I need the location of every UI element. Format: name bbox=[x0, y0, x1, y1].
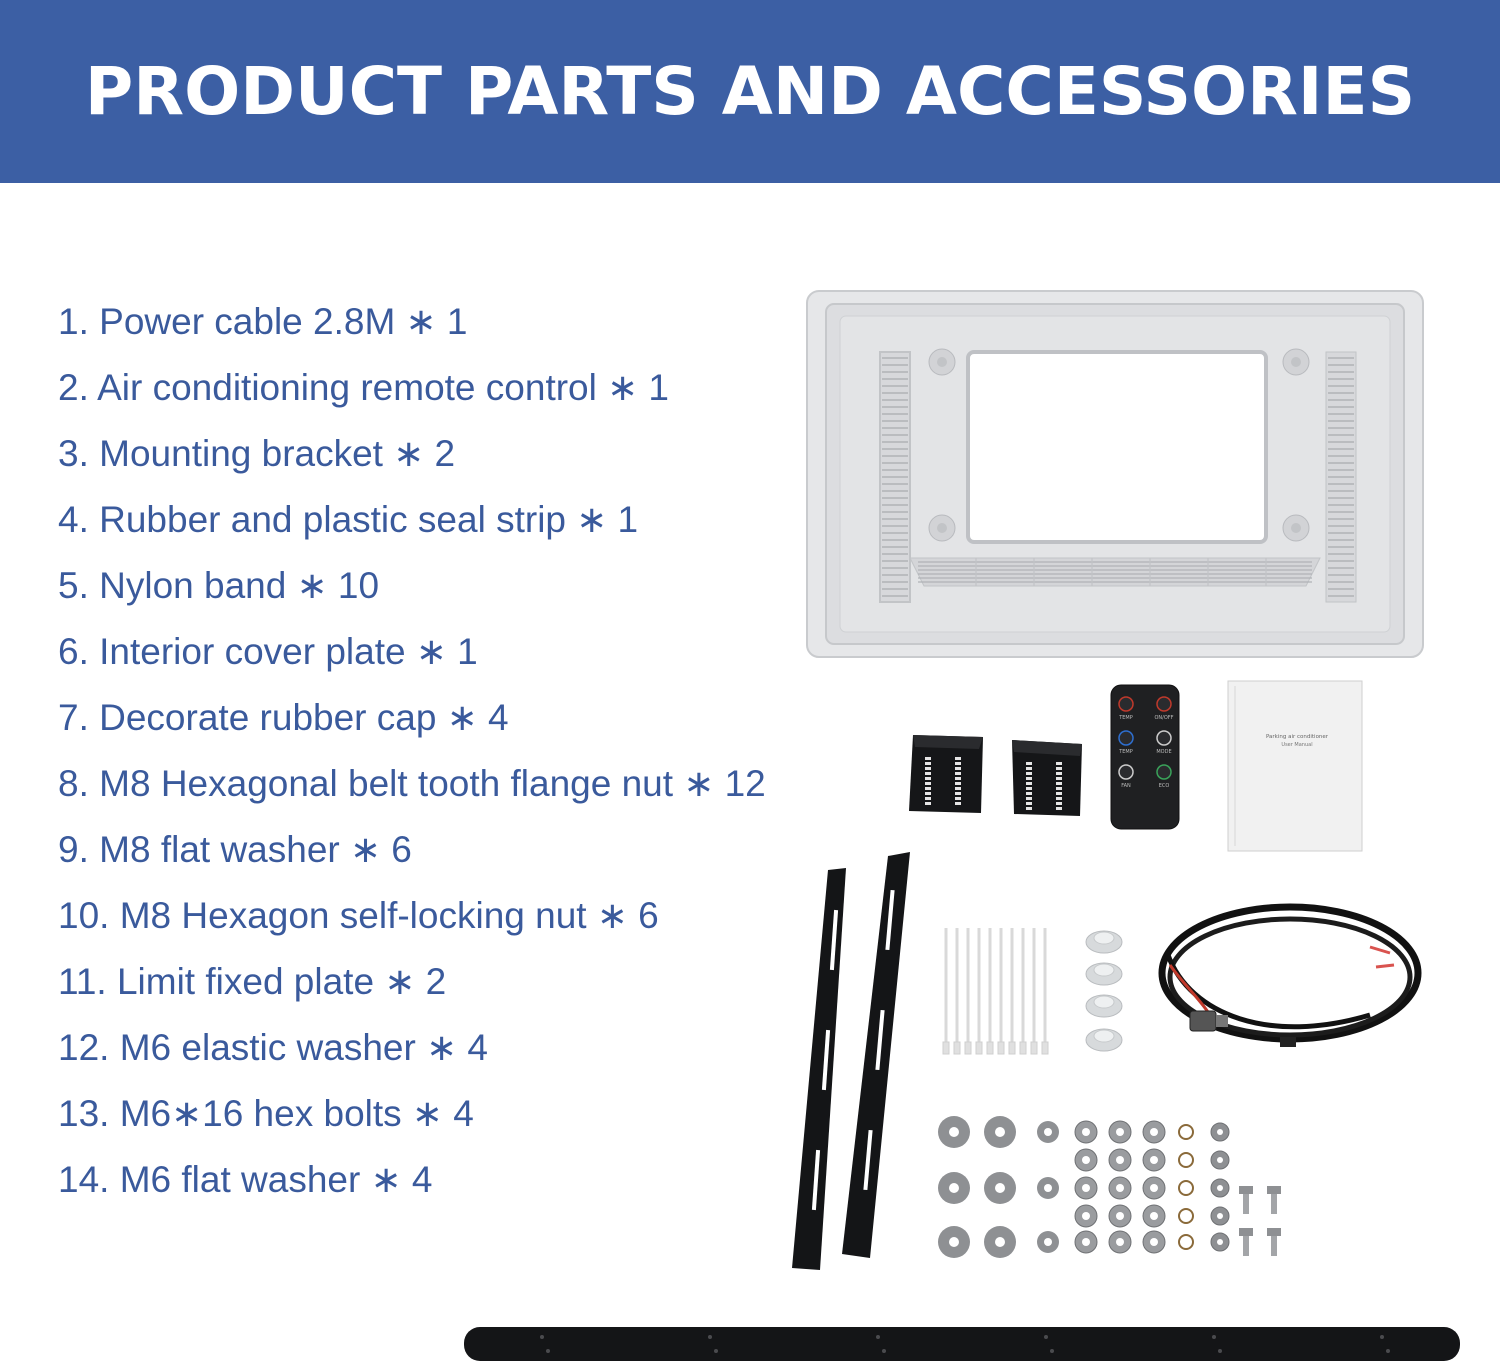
power-cable-image bbox=[1158, 903, 1422, 1047]
remote-button-label: TEMP bbox=[1118, 715, 1133, 721]
mounting-bracket-image bbox=[1012, 740, 1082, 816]
manual-subtitle: User Manual bbox=[1281, 742, 1312, 748]
nylon-band-image bbox=[942, 928, 1049, 1055]
remote-button-label: FAN bbox=[1121, 783, 1131, 789]
list-item: 2. Air conditioning remote control ∗ 1 bbox=[58, 367, 669, 408]
elastic-washer bbox=[1178, 1124, 1194, 1140]
remote-button bbox=[1118, 764, 1134, 780]
user-manual-image: Parking air conditioner User Manual bbox=[1227, 680, 1363, 852]
hex-bolt bbox=[1267, 1228, 1281, 1236]
hex-bolt bbox=[1267, 1186, 1281, 1194]
interior-cover-plate-image bbox=[806, 290, 1424, 658]
elastic-washer bbox=[1178, 1152, 1194, 1168]
list-item: 11. Limit fixed plate ∗ 2 bbox=[58, 961, 447, 1002]
remote-control-image: TEMP ON/OFF TEMP MODE FAN ECO bbox=[1110, 684, 1180, 830]
hex-bolt bbox=[1239, 1186, 1253, 1194]
remote-button bbox=[1156, 730, 1172, 746]
list-item: 6. Interior cover plate ∗ 1 bbox=[58, 631, 478, 672]
remote-button-label: ON/OFF bbox=[1154, 715, 1173, 721]
list-item: 5. Nylon band ∗ 10 bbox=[58, 565, 380, 606]
seal-strip-image bbox=[464, 1327, 1460, 1361]
page-title: PRODUCT PARTS AND ACCESSORIES bbox=[84, 53, 1416, 130]
list-item: 8. M8 Hexagonal belt tooth flange nut ∗ … bbox=[58, 763, 766, 804]
list-item: 12. M6 elastic washer ∗ 4 bbox=[58, 1027, 488, 1068]
remote-button bbox=[1118, 696, 1134, 712]
list-item: 9. M8 flat washer ∗ 6 bbox=[58, 829, 412, 870]
list-item: 13. M6∗16 hex bolts ∗ 4 bbox=[58, 1093, 474, 1134]
elastic-washer bbox=[1178, 1234, 1194, 1250]
list-item: 14. M6 flat washer ∗ 4 bbox=[58, 1159, 433, 1200]
remote-button bbox=[1118, 730, 1134, 746]
limit-fixed-plate-image bbox=[792, 852, 910, 1270]
remote-button-label: ECO bbox=[1159, 783, 1170, 789]
hex-bolt bbox=[1239, 1228, 1253, 1236]
manual-title: Parking air conditioner bbox=[1266, 734, 1329, 740]
list-item: 4. Rubber and plastic seal strip ∗ 1 bbox=[58, 499, 639, 540]
remote-button bbox=[1156, 764, 1172, 780]
elastic-washer bbox=[1178, 1208, 1194, 1224]
mounting-bracket-image bbox=[909, 735, 983, 813]
remote-button bbox=[1156, 696, 1172, 712]
elastic-washer bbox=[1178, 1180, 1194, 1196]
rubber-cap-image bbox=[1085, 930, 1123, 1052]
list-item: 1. Power cable 2.8M ∗ 1 bbox=[58, 301, 468, 342]
list-item: 3. Mounting bracket ∗ 2 bbox=[58, 433, 456, 474]
remote-button-label: TEMP bbox=[1118, 749, 1133, 755]
remote-button-label: MODE bbox=[1156, 749, 1171, 755]
parts-list: 1. Power cable 2.8M ∗ 1 2. Air condition… bbox=[58, 296, 766, 1220]
list-item: 7. Decorate rubber cap ∗ 4 bbox=[58, 697, 509, 738]
list-item: 10. M8 Hexagon self-locking nut ∗ 6 bbox=[58, 895, 659, 936]
header-banner: PRODUCT PARTS AND ACCESSORIES bbox=[0, 0, 1500, 183]
hardware-image bbox=[938, 1116, 1281, 1258]
